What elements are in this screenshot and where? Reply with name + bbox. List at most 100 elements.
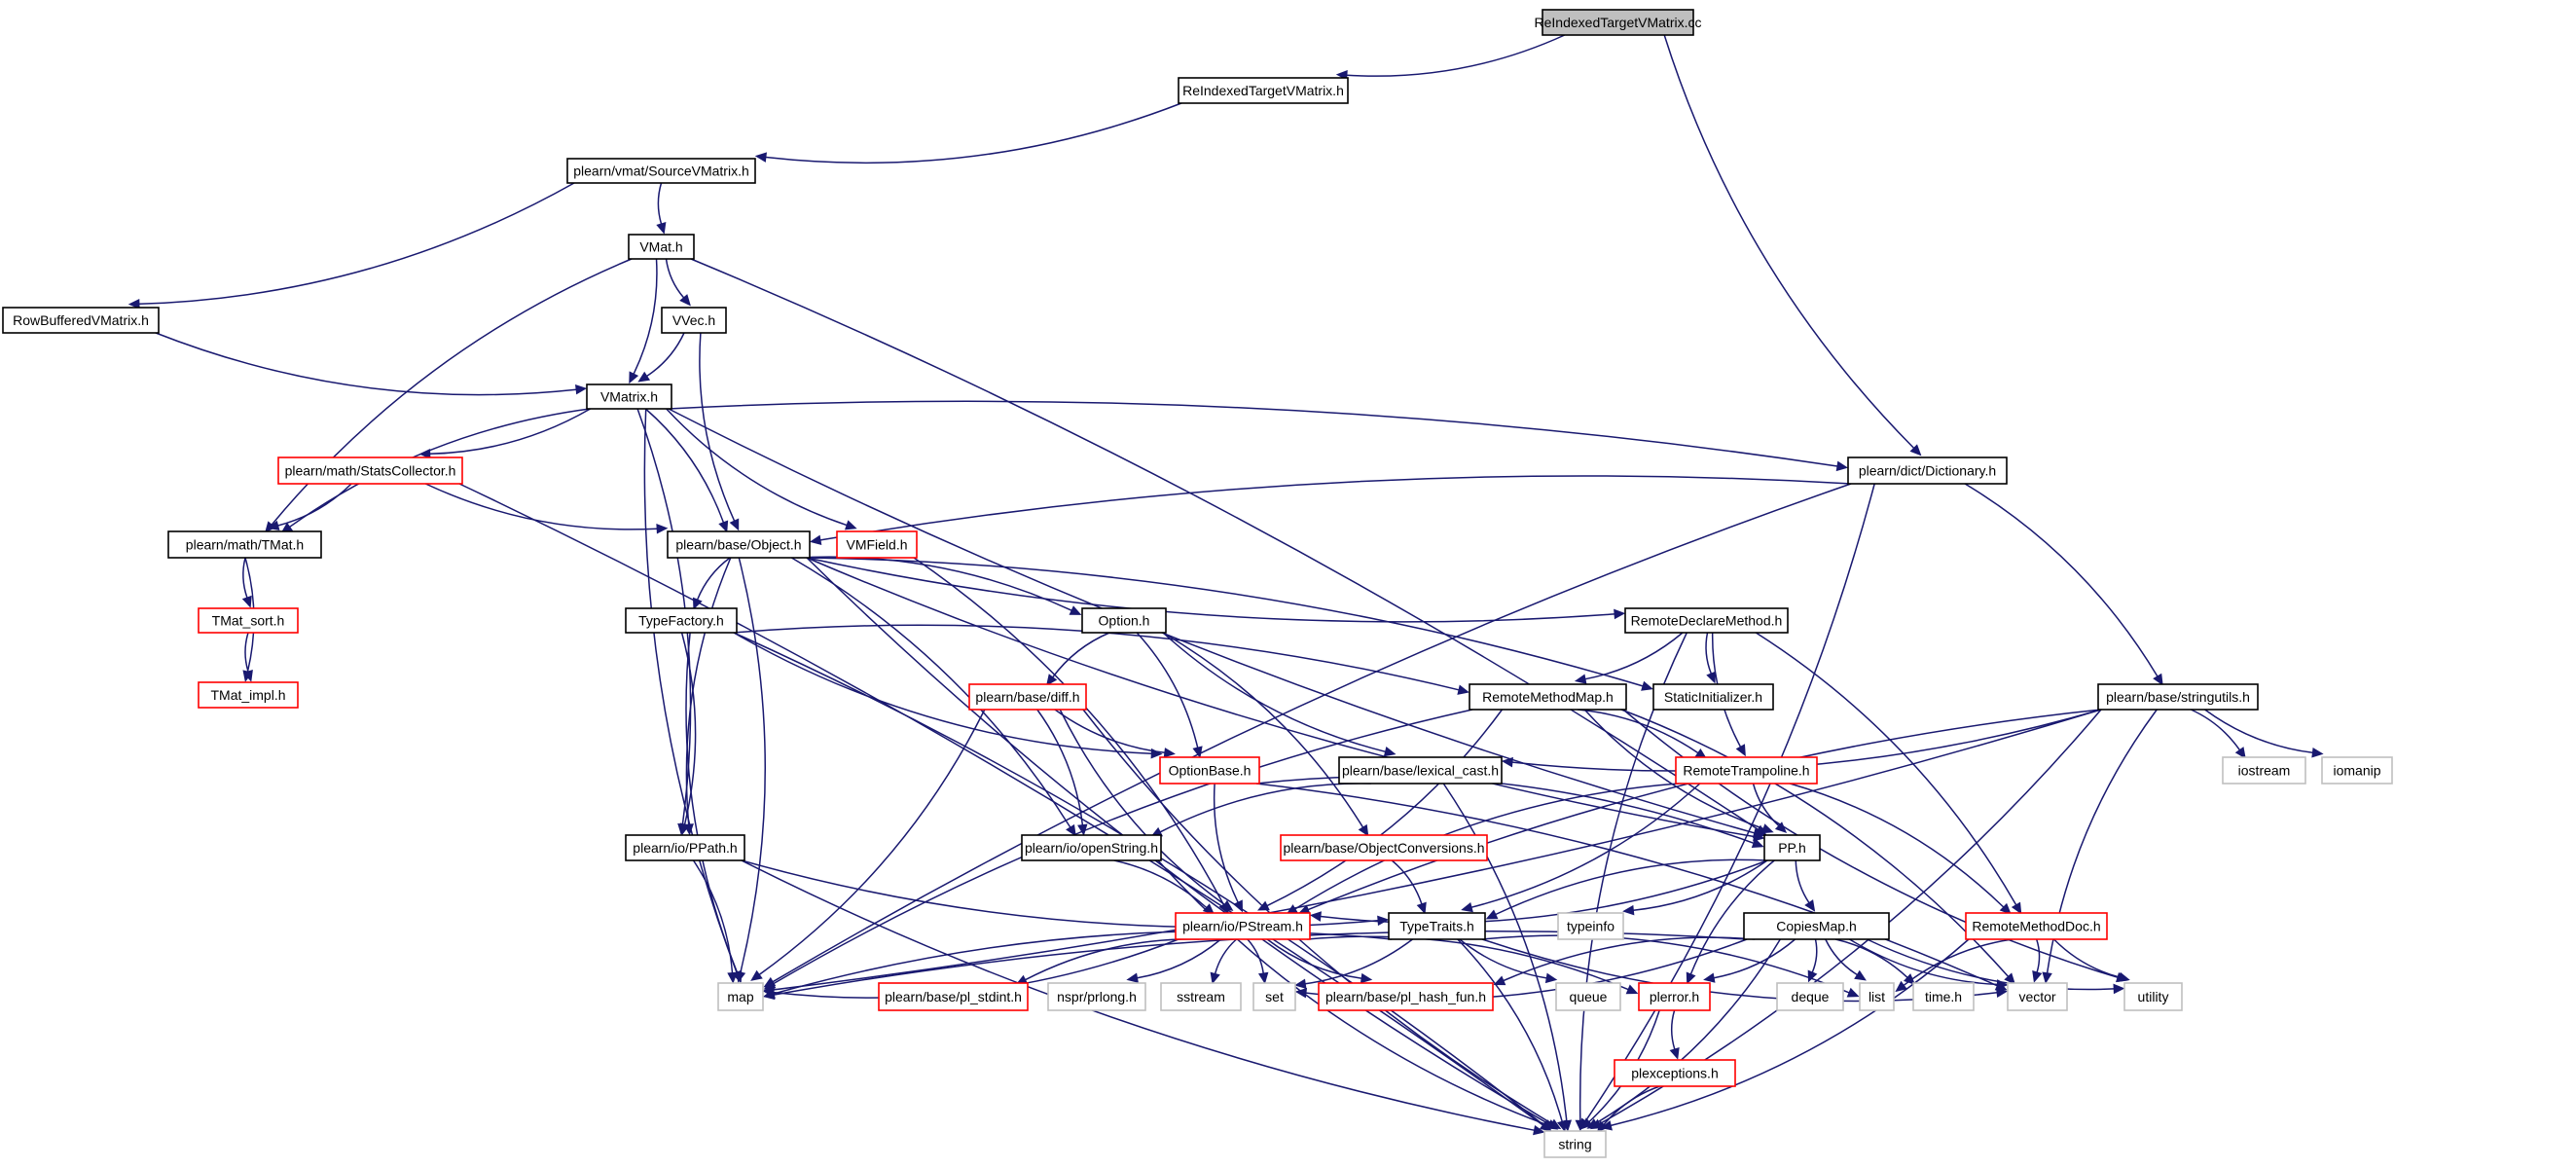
edge-line [668, 400, 1838, 467]
edge-vmat-to-vvec [665, 258, 691, 307]
node-box [1638, 982, 1711, 1011]
node-svm[interactable]: plearn/vmat/SourceVMatrix.h [566, 158, 756, 184]
edge-arrowhead [1066, 823, 1076, 837]
node-objconv[interactable]: plearn/base/ObjectConversions.h [1280, 834, 1488, 861]
edge-pp-to-typetraits [1485, 858, 1768, 920]
node-label: StaticInitializer.h [1664, 689, 1762, 705]
edge-line [665, 258, 685, 299]
node-lexcast[interactable]: plearn/base/lexical_cast.h [1338, 756, 1503, 785]
node-diff[interactable]: plearn/base/diff.h [968, 683, 1087, 711]
edge-copiesmap-to-utility [1867, 938, 2125, 995]
edge-root-to-rih [1335, 34, 1566, 81]
edge-line [1247, 938, 1264, 974]
node-tmat[interactable]: plearn/math/TMat.h [167, 530, 322, 559]
node-box [1555, 982, 1621, 1011]
edge-rmm-to-utility [1622, 709, 2128, 983]
edge-line [685, 632, 739, 973]
node-copiesmap[interactable]: CopiesMap.h [1743, 912, 1890, 940]
node-plerror[interactable]: plerror.h [1638, 982, 1711, 1011]
node-ppath[interactable]: plearn/io/PPath.h [625, 834, 745, 861]
node-tmatimpl[interactable]: TMat_impl.h [198, 681, 299, 709]
node-typefactory[interactable]: TypeFactory.h [625, 607, 738, 634]
node-typetraits[interactable]: TypeTraits.h [1388, 912, 1486, 940]
edge-plerror-to-plexceptions [1669, 1009, 1680, 1060]
node-rih[interactable]: ReIndexedTargetVMatrix.h [1178, 77, 1349, 104]
node-vvec[interactable]: VVec.h [661, 307, 727, 334]
node-rdm[interactable]: RemoteDeclareMethod.h [1624, 607, 1789, 634]
edge-arrowhead [127, 299, 140, 310]
edge-line [1346, 34, 1566, 77]
node-openstring[interactable]: plearn/io/openString.h [1021, 834, 1162, 861]
node-dict[interactable]: plearn/dict/Dictionary.h [1847, 456, 2008, 485]
node-label: list [1869, 989, 1885, 1004]
node-box [968, 683, 1087, 711]
node-rtramp[interactable]: RemoteTrampoline.h [1675, 756, 1818, 785]
edge-line [1391, 859, 1423, 905]
edge-line [2190, 709, 2241, 751]
node-plstdint[interactable]: plearn/base/pl_stdint.h [878, 982, 1029, 1011]
edge-option-to-optionbase [1136, 632, 1203, 759]
edge-root-to-dict [1663, 34, 1922, 456]
edge-arrowhead [1774, 821, 1788, 834]
edge-line [1266, 709, 1504, 907]
node-plexceptions[interactable]: plexceptions.h [1614, 1059, 1736, 1087]
node-pp[interactable]: PP.h [1763, 834, 1821, 861]
node-label: plearn/base/pl_hash_fun.h [1325, 989, 1486, 1004]
edge-arrowhead [1580, 1117, 1593, 1130]
edge-arrowhead [1807, 969, 1818, 983]
node-label: plerror.h [1650, 989, 1699, 1004]
edge-arrowhead [267, 520, 280, 531]
node-box [625, 607, 738, 634]
node-staticinit[interactable]: StaticInitializer.h [1652, 683, 1774, 711]
edge-arrowhead [575, 383, 588, 395]
node-stats[interactable]: plearn/math/StatsCollector.h [277, 456, 463, 485]
node-optionbase[interactable]: OptionBase.h [1159, 756, 1260, 785]
node-vmat[interactable]: VMat.h [628, 234, 695, 260]
node-box [836, 530, 918, 559]
node-object[interactable]: plearn/base/Object.h [667, 530, 811, 559]
node-box [1318, 982, 1494, 1011]
node-iostream: iostream [2222, 756, 2306, 785]
node-set: set [1252, 982, 1296, 1011]
edge-line [1214, 938, 1238, 974]
edge-arrowhead [1614, 608, 1626, 620]
edge-arrowhead [1686, 971, 1696, 985]
node-pstream[interactable]: plearn/io/PStream.h [1175, 912, 1311, 940]
node-rbv[interactable]: RowBufferedVMatrix.h [2, 307, 160, 334]
node-stringutils[interactable]: plearn/base/stringutils.h [2097, 683, 2259, 711]
node-root[interactable]: ReIndexedTargetVMatrix.cc [1535, 9, 1702, 36]
node-vmatrix[interactable]: VMatrix.h [586, 383, 672, 410]
node-vmfield[interactable]: VMField.h [836, 530, 918, 559]
edge-arrowhead [1360, 972, 1373, 984]
edge-line [1162, 632, 1386, 753]
edge-line [806, 557, 1644, 687]
node-rmdoc[interactable]: RemoteMethodDoc.h [1965, 912, 2108, 940]
node-box [1469, 683, 1627, 711]
edge-line [1159, 783, 1371, 833]
node-box [1965, 912, 2108, 940]
node-option[interactable]: Option.h [1081, 607, 1167, 634]
node-iomanip: iomanip [2321, 756, 2393, 785]
edge-line [692, 859, 734, 973]
edge-typetraits-to-set [1294, 938, 1413, 989]
edge-svm-to-vmat [656, 182, 667, 235]
node-label: TypeTraits.h [1399, 919, 1474, 934]
edge-object-to-option [796, 556, 1082, 615]
edge-arrowhead [1751, 838, 1764, 849]
node-box [1743, 912, 1890, 940]
edge-arrowhead [1909, 444, 1922, 456]
node-rmm[interactable]: RemoteMethodMap.h [1469, 683, 1627, 711]
node-hashfun[interactable]: plearn/base/pl_hash_fun.h [1318, 982, 1494, 1011]
edge-arrowhead [1485, 909, 1499, 920]
edge-line [1481, 934, 1850, 994]
node-label: iomanip [2333, 763, 2380, 779]
node-tmatsort[interactable]: TMat_sort.h [198, 607, 299, 634]
edge-arrowhead [1804, 899, 1816, 912]
edge-line [1157, 859, 1547, 1126]
node-typeinfo: typeinfo [1557, 912, 1624, 940]
edge-vmat-to-tmat [265, 258, 633, 533]
node-label: iostream [2238, 763, 2291, 779]
node-box [1338, 756, 1503, 785]
edge-line [1503, 936, 1756, 982]
node-box [566, 158, 756, 184]
